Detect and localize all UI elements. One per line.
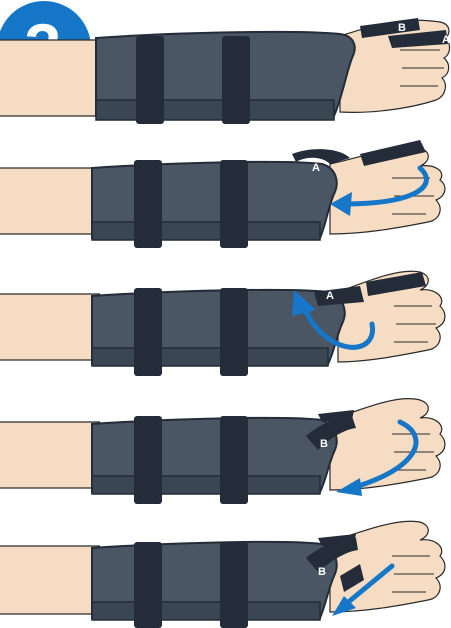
strap-label-a: A	[312, 162, 320, 174]
forearm-brace-illustration	[0, 508, 451, 628]
illustration-panel-5: B	[0, 508, 451, 628]
illustration-panel-3: A	[0, 258, 451, 378]
illustration-panel-2: A	[0, 134, 451, 254]
forearm-brace-illustration	[0, 384, 451, 504]
illustration-panel-1: B A	[0, 8, 451, 128]
strap-label-a: A	[326, 290, 334, 302]
forearm-brace-illustration	[0, 134, 451, 254]
strap-label-a: A	[442, 34, 450, 46]
strap-label-b: B	[398, 22, 406, 34]
strap-label-b: B	[320, 438, 328, 450]
forearm-brace-illustration	[0, 258, 451, 378]
strap-label-b: B	[318, 566, 326, 578]
forearm-brace-illustration	[0, 8, 451, 128]
illustration-panel-4: B	[0, 384, 451, 504]
